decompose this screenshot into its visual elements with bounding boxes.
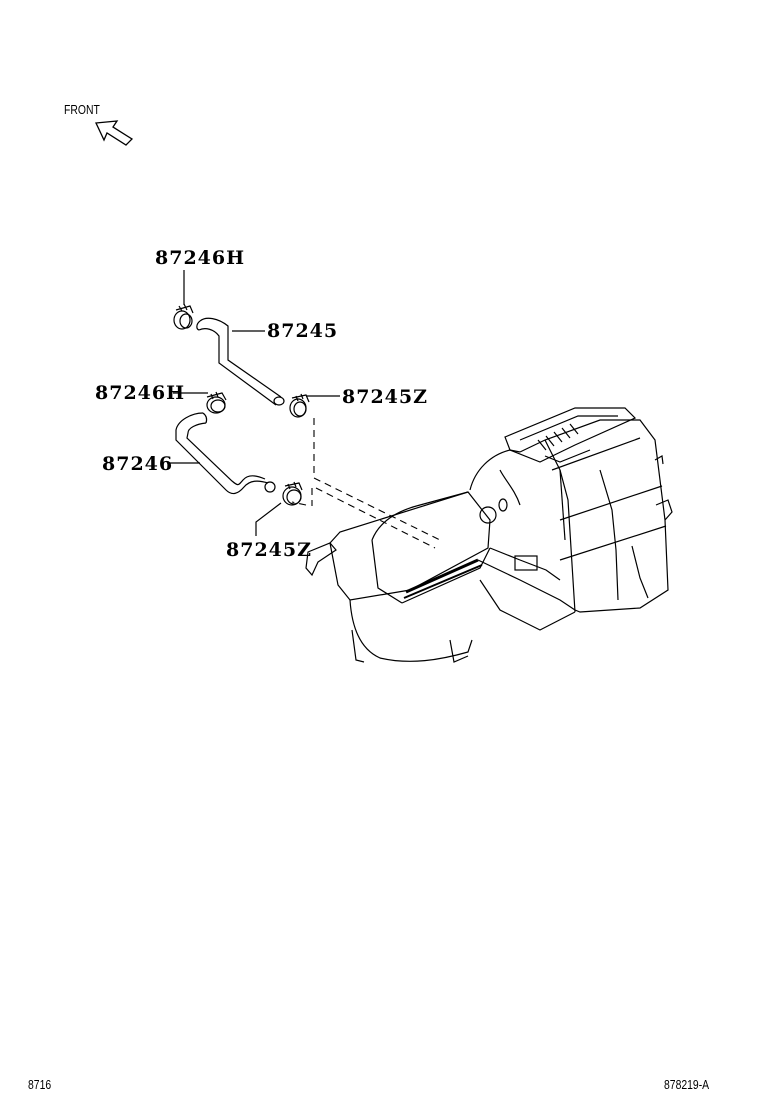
clamp-87245z-lower — [282, 481, 303, 506]
clamp-87246h-upper — [173, 303, 194, 330]
callout-87246h-lower[interactable]: 87246H — [95, 382, 186, 404]
callout-87245z-upper[interactable]: 87245Z — [342, 386, 428, 408]
callout-87246h-upper[interactable]: 87246H — [155, 247, 246, 269]
heater-unit-assembly — [305, 407, 673, 663]
callout-87245z-lower[interactable]: 87245Z — [226, 539, 312, 561]
section-code: 8716 — [28, 1077, 52, 1092]
front-arrow-icon — [95, 120, 134, 146]
callout-87246[interactable]: 87246 — [102, 453, 174, 475]
illustration-id: 878219-A — [664, 1077, 710, 1092]
clamp-87245z-upper — [289, 393, 310, 418]
leader-lines — [167, 270, 340, 536]
clamp-87246h-lower — [206, 391, 227, 414]
callout-87245[interactable]: 87245 — [267, 320, 339, 342]
lower-hose-87246 — [175, 412, 276, 495]
upper-hose-87245 — [196, 317, 285, 406]
connection-dashes — [291, 418, 441, 549]
front-label: FRONT — [64, 102, 100, 117]
